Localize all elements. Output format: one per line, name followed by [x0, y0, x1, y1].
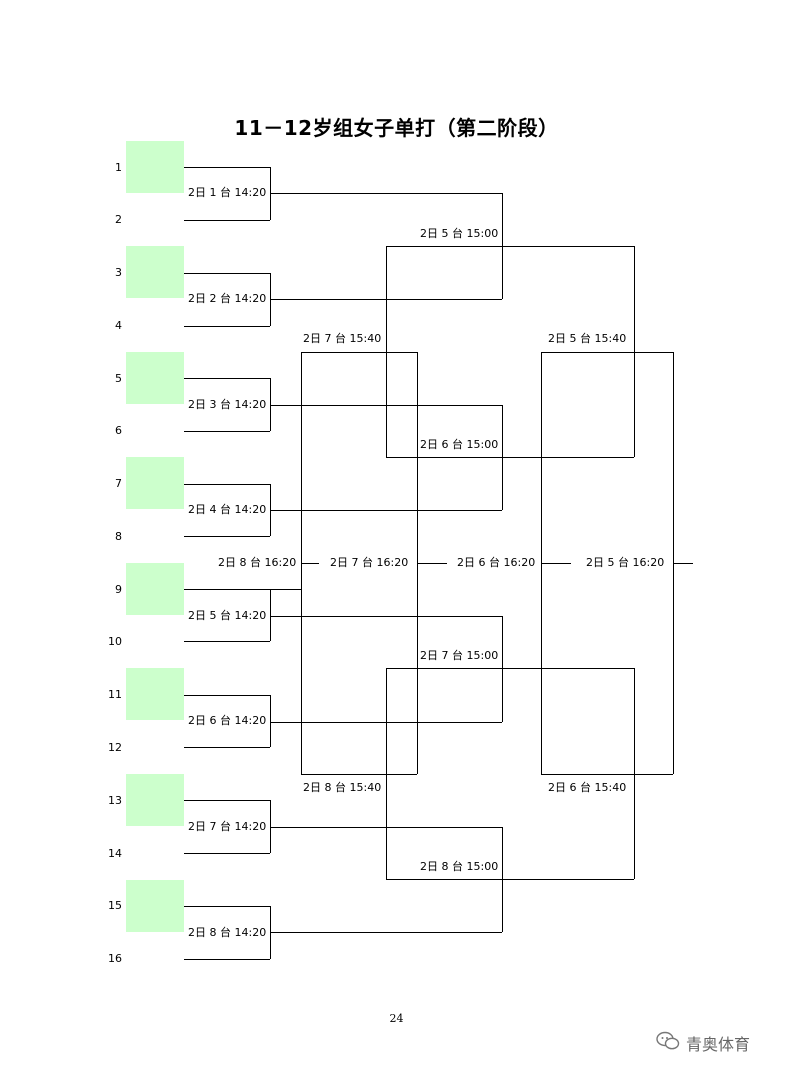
bracket-line: [270, 722, 502, 723]
bracket-line: [184, 167, 270, 168]
bracket-line: [184, 641, 270, 642]
seed-number: 3: [115, 266, 122, 279]
player-slot: [126, 457, 184, 509]
bracket-line: [184, 431, 270, 432]
player-slot: [126, 880, 184, 932]
bracket-line: [270, 932, 502, 933]
bracket-line: [184, 273, 270, 274]
seed-number: 7: [115, 477, 122, 490]
match-label: 2日 8 台 16:20: [217, 556, 298, 570]
bracket-line: [541, 352, 673, 353]
bracket-line: [386, 879, 634, 880]
player-slot: [126, 668, 184, 720]
bracket-line: [270, 299, 502, 300]
bracket-line: [541, 563, 571, 564]
page-number: 24: [389, 1012, 404, 1025]
seed-number: 15: [108, 899, 122, 912]
bracket-line: [184, 326, 270, 327]
match-label: 2日 7 台 15:00: [420, 649, 499, 662]
bracket-line: [184, 484, 270, 485]
bracket-line: [270, 510, 502, 511]
match-label: 2日 4 台 14:20: [187, 503, 268, 517]
bracket-line: [270, 827, 502, 828]
bracket-line: [270, 193, 502, 194]
match-label: 2日 7 台 14:20: [187, 820, 268, 834]
match-label: 2日 6 台 15:00: [420, 438, 499, 451]
match-label: 2日 8 台 15:00: [420, 860, 499, 873]
bracket-line: [386, 668, 387, 879]
seed-number: 12: [108, 741, 122, 754]
bracket-line: [184, 800, 270, 801]
bracket-line: [270, 800, 271, 853]
match-label: 2日 5 台 14:20: [187, 609, 268, 623]
bracket-line: [270, 616, 502, 617]
seed-number: 14: [108, 847, 122, 860]
bracket-line: [184, 695, 270, 696]
watermark-text: 青奥体育: [686, 1035, 751, 1054]
bracket-line: [184, 747, 270, 748]
seed-number: 1: [115, 161, 122, 174]
match-label: 2日 3 台 14:20: [187, 398, 268, 412]
bracket-line: [541, 774, 673, 775]
player-slot: [126, 774, 184, 826]
bracket-line: [301, 563, 319, 564]
bracket-line: [386, 668, 634, 669]
bracket-line: [184, 378, 270, 379]
bracket-line: [184, 959, 270, 960]
watermark: 青奥体育: [656, 1031, 750, 1055]
page-title: 11－12岁组女子单打（第二阶段）: [234, 116, 559, 140]
match-label: 2日 6 台 14:20: [187, 714, 268, 728]
bracket-line: [184, 589, 301, 590]
bracket-line: [417, 563, 447, 564]
seed-number: 16: [108, 952, 122, 965]
match-label: 2日 6 台 15:40: [548, 781, 627, 794]
bracket-line: [301, 774, 417, 775]
match-label: 2日 8 台 15:40: [303, 781, 382, 794]
bracket-line: [184, 906, 270, 907]
bracket-line: [634, 246, 635, 457]
bracket-line: [634, 668, 635, 879]
seed-number: 4: [115, 319, 122, 332]
bracket-line: [270, 378, 271, 431]
bracket-line: [270, 695, 271, 747]
seed-number: 2: [115, 213, 122, 226]
player-slot: [126, 141, 184, 193]
bracket-line: [502, 616, 503, 722]
bracket-line: [673, 563, 693, 564]
bracket-line: [270, 589, 271, 641]
bracket-line: [270, 405, 502, 406]
seed-number: 9: [115, 583, 122, 596]
player-slot: [126, 563, 184, 615]
player-slot: [126, 246, 184, 298]
seed-number: 13: [108, 794, 122, 807]
match-label: 2日 5 台 16:20: [585, 556, 666, 570]
match-label: 2日 1 台 14:20: [187, 186, 268, 200]
player-slot: [126, 352, 184, 404]
bracket-line: [184, 536, 270, 537]
bracket-line: [184, 853, 270, 854]
match-label: 2日 8 台 14:20: [187, 926, 268, 940]
seed-number: 10: [108, 635, 122, 648]
bracket-line: [386, 457, 634, 458]
match-label: 2日 7 台 16:20: [329, 556, 410, 570]
chat-bubble-icon: [656, 1030, 686, 1056]
bracket-line: [386, 246, 387, 457]
bracket-line: [301, 352, 417, 353]
match-label: 2日 7 台 15:40: [303, 332, 382, 345]
match-label: 2日 6 台 16:20: [456, 556, 537, 570]
match-label: 2日 5 台 15:00: [420, 227, 499, 240]
seed-number: 11: [108, 688, 122, 701]
match-label: 2日 2 台 14:20: [187, 292, 268, 306]
bracket-line: [184, 220, 270, 221]
seed-number: 5: [115, 372, 122, 385]
bracket-line: [386, 246, 634, 247]
seed-number: 6: [115, 424, 122, 437]
seed-number: 8: [115, 530, 122, 543]
match-label: 2日 5 台 15:40: [548, 332, 627, 345]
